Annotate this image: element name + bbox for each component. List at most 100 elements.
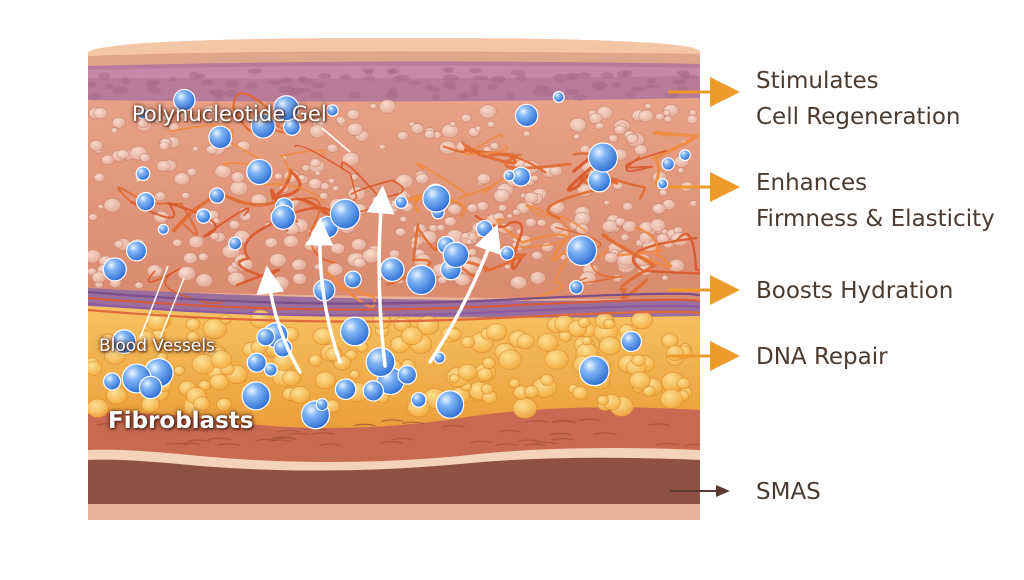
dermis-cell [330,242,345,255]
fat-cell [631,354,646,367]
dermis-cell [154,118,161,125]
gel-bead [343,270,362,289]
gel-bead [379,257,405,282]
dermis-cell [190,116,200,125]
blood-vessel [264,149,326,203]
dermis-cell [139,153,151,163]
gel-bead [587,168,612,193]
dermis-cell [264,237,278,249]
gel-bead [126,240,148,262]
dermis-cell [172,238,183,248]
dermis-cell [474,125,483,132]
fibrous-streak [523,443,546,447]
dermis-cell [588,112,603,125]
benefit-line: Firmness & Elasticity [756,206,995,232]
dermis-cell [369,102,378,110]
blood-vessels-label: Blood Vessels [99,336,215,356]
epidermis-cell [189,71,200,80]
gel-bead [157,223,170,236]
fibrous-streak [517,439,540,443]
gel-bead [270,204,296,230]
epidermis-cell [318,72,331,79]
epidermis-cell [664,92,679,99]
fat-cell [629,371,651,390]
fat-cell [282,369,301,386]
gel-bead [334,378,357,401]
dermis-cell [663,115,673,123]
fibrous-streak [270,436,294,440]
fibrous-streak [186,429,209,433]
dermis-cell [216,108,229,118]
dermis-cell [410,123,425,135]
epidermis-cell [247,68,263,75]
dermis-cell [88,249,102,264]
fat-cell [88,398,110,418]
label-leader-lines [139,127,351,339]
epidermis-cell [566,74,578,81]
fibroblasts-label: Fibroblasts [108,408,254,434]
gel-bead [135,192,156,212]
dermis-cell [608,134,619,143]
dermis-cell [397,131,409,141]
fat-cell [480,383,494,395]
dermis-cell [529,271,546,285]
fat-cell [536,333,559,352]
dermis-cell [614,124,627,135]
fibrous-streak [255,438,278,442]
dermis-cell [273,172,283,180]
fat-cell [666,345,685,361]
dermis-cell [649,218,666,232]
blood-vessel [171,191,276,233]
fat-cell [572,386,589,400]
epidermis-cell [672,79,684,85]
fat-cell [477,367,493,381]
epidermis-cell [168,76,177,82]
dermis-cell [188,235,205,249]
dermis-cell [134,281,144,290]
gel-bead [552,90,565,103]
fibrous-streak [551,420,575,423]
fat-cell [642,385,656,397]
gel-bead [568,279,584,295]
blood-vessel [416,162,508,200]
dermis-cell [328,177,336,184]
dermis-cell [341,151,360,167]
blood-vessel [325,270,377,308]
dermis-cell [191,145,200,152]
blood-vessel [601,233,658,300]
epidermis-cell [575,72,592,79]
fat-cell [498,349,522,370]
blood-vessel [631,232,700,275]
epidermis-cell [624,92,636,98]
gel-bead [250,113,276,139]
epidermis-cell [364,70,373,76]
fibrous-streak [525,419,548,423]
dermis-cell [530,174,539,182]
gel-bead [326,104,339,117]
gel-bead [273,95,300,122]
dermis-cell [326,143,339,153]
blood-vessel [442,141,547,174]
epidermis-cell [104,84,115,90]
gel-action-arrows [256,185,502,374]
epidermis-cell [431,93,441,102]
epidermis-cell [591,81,608,90]
dermis-cell [486,120,496,128]
dermis-cell [689,200,698,207]
gel-bead [136,107,149,120]
fat-cell [88,360,103,376]
benefit-dna-repair: DNA Repair [756,339,888,375]
dermis-cell [536,218,547,227]
fibrous-streak [277,429,300,433]
gel-bead [246,352,267,373]
dermis-cell [309,158,321,168]
epidermis-cell [146,87,162,94]
epidermis-cell [470,83,480,91]
dermis-cell [569,117,587,132]
dermis-cell [378,99,397,114]
dermis-cell [228,219,241,230]
fat-cell [457,363,478,381]
gel-bead [475,219,494,238]
gel-bead [135,166,151,181]
